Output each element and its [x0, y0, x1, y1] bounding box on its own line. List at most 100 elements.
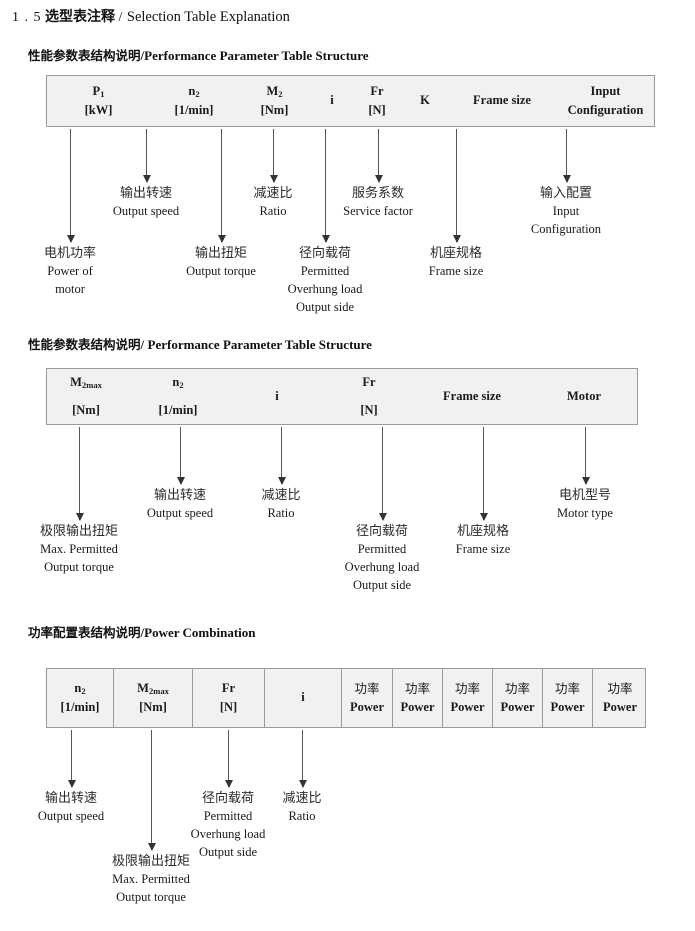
- header-symbol: n2: [172, 375, 184, 391]
- pointer-arrow: [67, 730, 76, 788]
- header-symbol: M2: [266, 83, 283, 99]
- header-unit: Power: [349, 700, 384, 714]
- table-header-cell: i: [311, 76, 353, 126]
- annotation-cn: 输入配置: [539, 186, 593, 201]
- annotation-cn: 极限输出扭矩: [111, 854, 191, 869]
- annotation-output-torque: 输出扭矩 Output torque: [186, 245, 256, 281]
- pointer-arrow: [75, 427, 84, 521]
- section-heading-performance-2: 性能参数表结构说明/ Performance Parameter Table S…: [28, 334, 372, 353]
- pointer-arrow: [321, 129, 330, 243]
- annotation-cn: 径向载荷: [201, 791, 255, 806]
- header-symbol: n2: [74, 680, 86, 696]
- header-unit: [Nm]: [139, 700, 167, 714]
- table-header-cell: Motor: [529, 369, 639, 424]
- page-title: 1 . 5 选型表注释 / Selection Table Explanatio…: [12, 6, 290, 26]
- table-header-cell: 功率 Power: [493, 669, 543, 727]
- annotation-en-line: Ratio: [259, 204, 287, 219]
- page-title-separator: /: [118, 10, 124, 25]
- table-header-cell: Fr [N]: [193, 669, 265, 727]
- header-unit: [1/min]: [158, 402, 198, 417]
- header-symbol: 功率: [404, 680, 430, 696]
- annotation-en-line: motor: [55, 282, 85, 297]
- header-unit: [Nm]: [72, 402, 100, 417]
- annotation-en-line: Output side: [296, 299, 354, 314]
- section-heading-separator: /: [140, 48, 145, 63]
- table-header-cell: 功率 Power: [443, 669, 493, 727]
- section-heading-separator: /: [140, 337, 145, 352]
- header-unit: [1/min]: [60, 700, 100, 714]
- header-symbol: Motor: [566, 388, 601, 403]
- table-header-cell: n2 [1/min]: [125, 369, 231, 424]
- annotation-en-line: Ratio: [288, 809, 316, 824]
- annotation-en-line: Power of: [47, 264, 93, 279]
- annotation-en-line: Output side: [353, 577, 411, 592]
- pointer-arrow: [479, 427, 488, 521]
- annotation-cn: 减速比: [253, 186, 293, 201]
- header-symbol: i: [301, 690, 305, 705]
- annotation-en-line: Ratio: [267, 506, 295, 521]
- annotation-en-line: Frame size: [455, 542, 511, 557]
- pointer-arrow: [269, 129, 278, 183]
- annotation-cn: 输出转速: [44, 791, 97, 806]
- header-unit: Power: [450, 700, 485, 714]
- annotation-en-line: Permitted: [300, 264, 350, 279]
- table-header-cell: 功率 Power: [393, 669, 443, 727]
- annotation-en-line: Frame size: [428, 264, 484, 279]
- power-combination-table: n2 [1/min] M2max [Nm] Fr [N] i 功率 Power …: [46, 668, 646, 728]
- header-unit: [Nm]: [260, 103, 289, 117]
- annotation-en-line: Output torque: [116, 890, 186, 905]
- header-symbol: P1: [92, 83, 105, 99]
- header-symbol: Input: [590, 83, 621, 98]
- pointer-arrow: [142, 129, 151, 183]
- header-symbol: 功率: [554, 680, 580, 696]
- annotation-cn: 减速比: [261, 488, 301, 503]
- annotation-en-line: Service factor: [343, 204, 413, 219]
- table-header-cell: n2 [1/min]: [47, 669, 114, 727]
- page-title-cn: 选型表注释: [45, 9, 115, 25]
- table-header-cell: Frame size: [449, 76, 555, 126]
- header-unit: [N]: [219, 700, 238, 714]
- header-unit: [N]: [360, 402, 378, 417]
- header-symbol: Fr: [362, 375, 376, 390]
- header-symbol: 功率: [504, 680, 530, 696]
- table-header-cell: M2max [Nm]: [114, 669, 193, 727]
- annotation-frame-size: 机座规格 Frame size: [456, 523, 511, 559]
- page-title-en: Selection Table Explanation: [126, 9, 290, 25]
- annotation-en-line: Output torque: [44, 560, 114, 575]
- annotation-en-line: Output speed: [112, 204, 180, 219]
- table-header-cell: i: [231, 369, 323, 424]
- annotation-cn: 输出扭矩: [194, 246, 248, 261]
- section-heading-cn: 功率配置表结构说明: [28, 625, 141, 640]
- table-header-cell: n2 [1/min]: [150, 76, 238, 126]
- annotation-overhung-load: 径向载荷 Permitted Overhung load Output side: [345, 523, 420, 595]
- annotation-input-configuration: 输入配置 Input Configuration: [531, 185, 601, 239]
- annotation-en-line: Output speed: [146, 506, 214, 521]
- annotation-cn: 径向载荷: [355, 524, 409, 539]
- section-heading-en: Performance Parameter Table Structure: [147, 337, 372, 352]
- annotation-output-speed: 输出转速 Output speed: [38, 790, 104, 826]
- header-symbol: Fr: [370, 83, 384, 98]
- annotation-motor-type: 电机型号 Motor type: [557, 487, 613, 523]
- pointer-arrow: [277, 427, 286, 485]
- annotation-en-line: Output torque: [186, 264, 256, 279]
- annotation-max-permitted-output-torque: 极限输出扭矩 Max. Permitted Output torque: [112, 853, 190, 907]
- header-symbol: M2max: [137, 680, 169, 696]
- annotation-cn: 输出转速: [119, 186, 172, 201]
- table-header-cell: K: [401, 76, 449, 126]
- annotation-cn: 输出转速: [153, 488, 206, 503]
- header-symbol: K: [420, 93, 430, 108]
- annotation-cn: 电机型号: [558, 488, 611, 503]
- annotation-power-of-motor: 电机功率 Power of motor: [44, 245, 96, 299]
- header-symbol: i: [330, 93, 334, 108]
- header-unit: Power: [400, 700, 435, 714]
- performance-parameter-table-2: M2max [Nm] n2 [1/min] i Fr [N] Frame siz…: [46, 368, 638, 425]
- page-title-number: 1 . 5: [12, 10, 42, 25]
- table-header-cell: 功率 Power: [342, 669, 393, 727]
- pointer-arrow: [224, 730, 233, 788]
- annotation-cn: 极限输出扭矩: [39, 524, 119, 539]
- section-heading-cn: 性能参数表结构说明: [28, 48, 141, 63]
- annotation-en-line: Configuration: [530, 222, 602, 237]
- annotation-en-line: Overhung load: [344, 560, 420, 575]
- header-symbol: Frame size: [473, 93, 531, 108]
- section-heading-power-combination: 功率配置表结构说明/Power Combination: [28, 622, 256, 641]
